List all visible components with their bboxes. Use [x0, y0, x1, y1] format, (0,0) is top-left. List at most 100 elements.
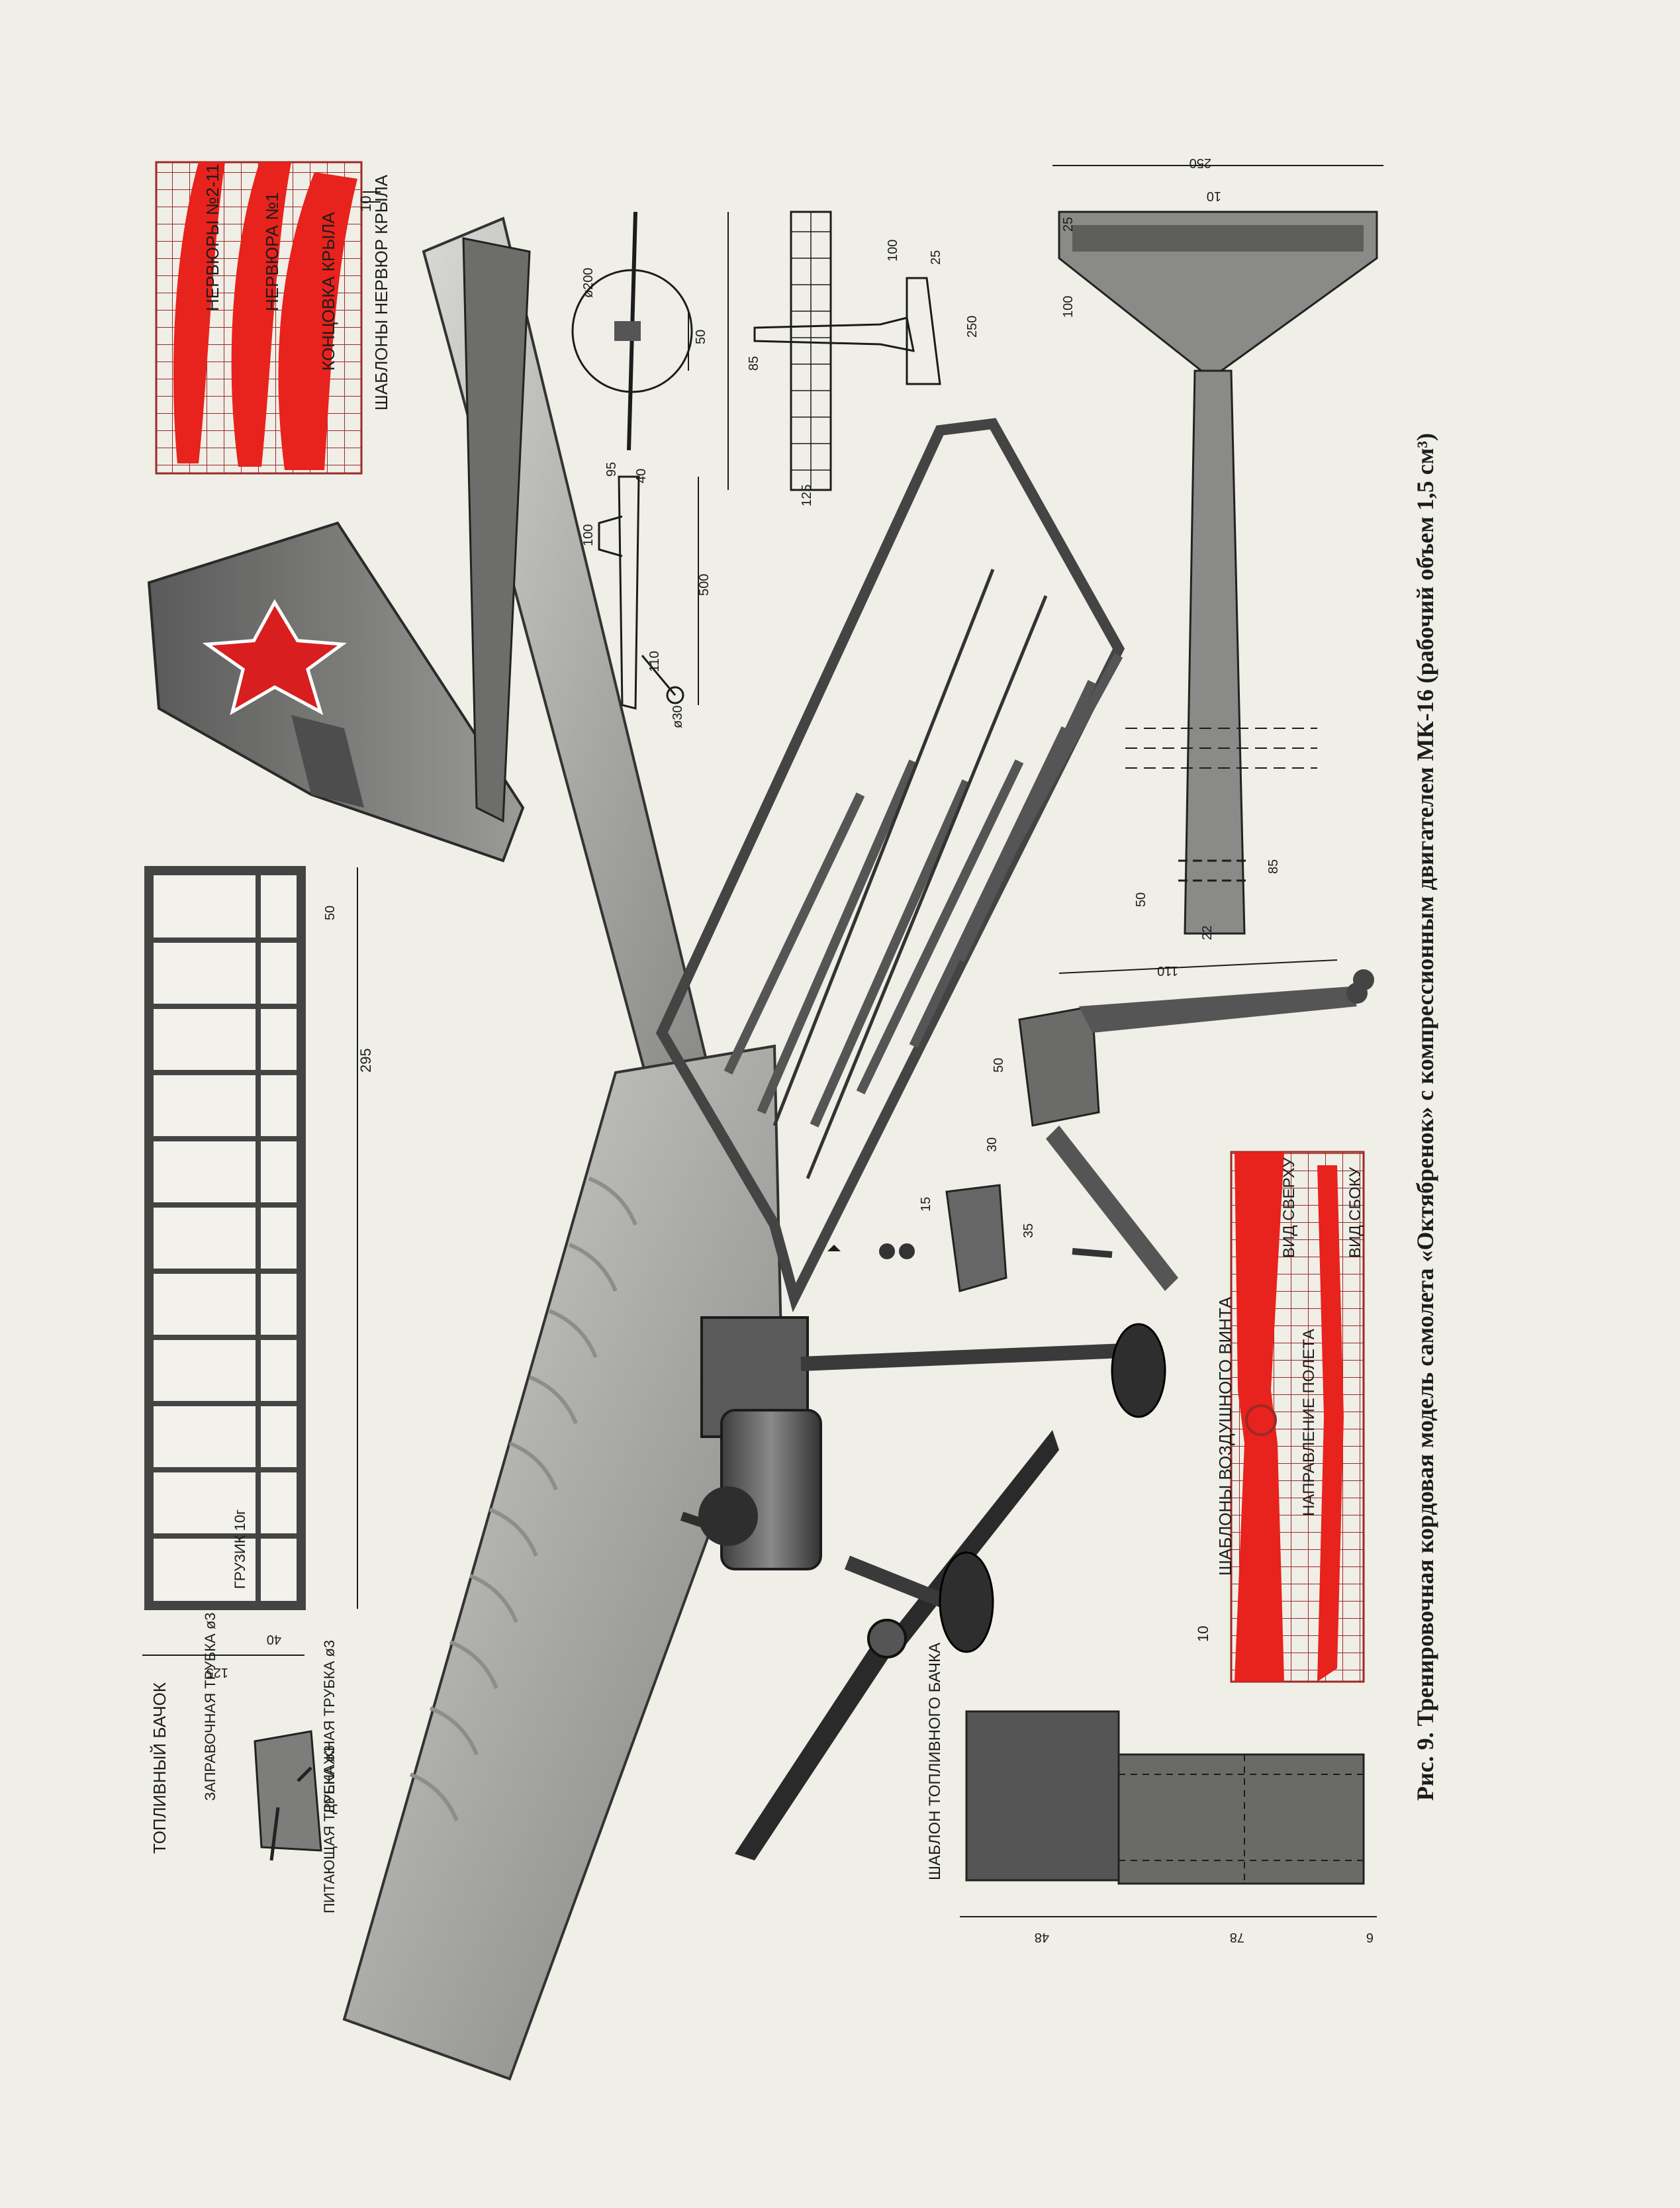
prop-templates-label: ШАБЛОНЫ ВОЗДУШНОГО ВИНТА: [1215, 1296, 1235, 1576]
plan-dim-250: 250: [965, 316, 980, 338]
horn-screw: [1072, 1248, 1113, 1258]
plan-view-fuselage: [753, 316, 915, 352]
plan-dim-100: 100: [886, 240, 900, 262]
bellcrank-plate: [1018, 1005, 1100, 1127]
tank-template-label: ШАБЛОН ТОПЛИВНОГО БАЧКА: [926, 1643, 944, 1880]
wing-tip-offset-dim: 40: [267, 1632, 281, 1647]
bellcrank-pivot-2: [1353, 969, 1374, 990]
figure-caption: Рис. 9. Тренировочная кордовая модель са…: [1412, 433, 1438, 1801]
wing-spars: [772, 569, 1048, 1179]
fuel-tank-block: ТОПЛИВНЫЙ БАЧОК ЗАПРАВОЧНАЯ ТРУБКА ø3 ДР…: [150, 1612, 338, 1913]
plan-dim-85: 85: [747, 356, 761, 371]
prop-hub: [1245, 1404, 1277, 1436]
rib-templates-label: ШАБЛОНЫ НЕРВЮР КРЫЛА: [371, 174, 391, 410]
flight-direction-label: НАПРАВЛЕНИЕ ПОЛЕТА: [1300, 1329, 1318, 1516]
side-dim-500: 500: [697, 574, 712, 596]
plan-dim-125: 125: [800, 485, 814, 506]
tail-root-dim: 25: [1061, 217, 1076, 232]
rib-1-shape: [231, 162, 291, 467]
tank-template-body: [1117, 1753, 1365, 1885]
wing-plan-outline: [144, 866, 306, 1610]
landing-gear-struts: [800, 1343, 1126, 1609]
side-view-fuselage: [618, 475, 640, 710]
vertical-fin: [147, 521, 525, 863]
side-view-fin: [598, 515, 623, 557]
front-dim-50: 50: [694, 330, 708, 344]
side-view-drawing: 500 95 40 100 110 ø30: [581, 462, 712, 728]
bellcrank-dim-30: 30: [985, 1137, 1000, 1152]
covering-rib-lines: [409, 1176, 637, 1822]
wing-span-dim: 295: [357, 1048, 374, 1073]
side-dim-wheel: ø30: [671, 706, 685, 728]
tail-center-dim: 10: [1207, 189, 1221, 203]
front-view-prop-disc: [571, 269, 693, 393]
fuselage-dim-22: 22: [1200, 926, 1215, 940]
bellcrank-pushrod: [1046, 1126, 1178, 1291]
front-view-engine: [614, 321, 641, 341]
tank-dim-78: 78: [1230, 1930, 1244, 1944]
prop-scale-dim: 10: [1195, 1626, 1211, 1642]
fuselage-dim-85: 85: [1266, 859, 1281, 874]
washer-1: [879, 1243, 895, 1259]
horn-dim-35: 35: [1021, 1224, 1036, 1238]
fuel-tank: [254, 1730, 322, 1852]
wing-tip-shape: [278, 172, 357, 470]
wing-tip-label: КОНЦОВКА КРЫЛА: [318, 212, 338, 371]
prop-templates-block: ШАБЛОНЫ ВОЗДУШНОГО ВИНТА НАПРАВЛЕНИЕ ПОЛ…: [1195, 1151, 1365, 1683]
engine-cylinder: [698, 1486, 758, 1546]
fuselage-section-lines: [1125, 728, 1317, 769]
prop-side-view-shape: [1317, 1165, 1344, 1682]
front-view-drawing: ø200 50: [571, 211, 708, 451]
control-parts-drawing: 110 50 30 15 35: [827, 959, 1374, 1292]
plan-view-stabilizer: [906, 277, 941, 385]
wing-plan-drawing: 295 50 ГРУЗИК 10г 125 40: [142, 866, 374, 1680]
needle-valve: [680, 1512, 704, 1527]
tank-template-folds: [1119, 1754, 1364, 1884]
rib-scale-dim: 10: [357, 196, 374, 212]
airplane-perspective: [147, 216, 1166, 2081]
wing-frame-ribs: [723, 653, 1123, 1128]
control-horn: [945, 1184, 1007, 1292]
rib-1-label: НЕРВЮРА №1: [262, 192, 282, 311]
front-prop-diameter: ø200: [581, 267, 596, 298]
side-dim-95: 95: [604, 462, 619, 477]
plan-view-ribs: [791, 212, 831, 490]
horn-dim-15: 15: [919, 1197, 933, 1212]
rib-templates-block: НЕРВЮРЫ №2-11 НЕРВЮРА №1 КОНЦОВКА КРЫЛА …: [155, 161, 391, 475]
covered-wing: [342, 1044, 783, 2081]
fill-tube-label: ЗАПРАВОЧНАЯ ТРУБКА ø3: [202, 1612, 218, 1801]
feed-tube-label: ПИТАЮЩАЯ ТРУБКА ø3: [321, 1745, 338, 1913]
propeller-spinner: [867, 1619, 907, 1658]
tank-dim-6: 6: [1366, 1930, 1374, 1944]
plan-view-drawing: 125 85 250 100 25: [727, 211, 980, 506]
fuselage-dim-50: 50: [1134, 892, 1148, 907]
drain-tube-label: ДРЕНАЖНАЯ ТРУБКА ø3: [321, 1640, 338, 1814]
wing-weight-label: ГРУЗИК 10г: [232, 1510, 248, 1589]
side-view-wheel: [666, 686, 684, 704]
bellcrank-dim-50: 50: [992, 1058, 1006, 1073]
rib-2-11-shape: [173, 162, 225, 463]
washer-2: [899, 1243, 915, 1259]
plan-dim-25: 25: [929, 250, 943, 265]
wing-frame: [655, 418, 1125, 1313]
bellcrank-dim-110: 110: [1157, 963, 1178, 978]
tail-span-dim: 250: [1190, 156, 1211, 170]
tank-template-flap: [965, 1710, 1120, 1882]
red-star-icon: [212, 606, 338, 708]
fuselage-hidden-lines: [1178, 859, 1251, 882]
side-dim-110: 110: [647, 651, 662, 672]
fuel-tank-tubes: [269, 1766, 312, 1861]
tank-dim-48: 48: [1035, 1930, 1049, 1944]
side-dim-40: 40: [634, 469, 649, 483]
rudder: [291, 715, 364, 808]
tank-template-block: ШАБЛОН ТОПЛИВНОГО БАЧКА 48 78 6: [926, 1643, 1377, 1944]
wing-plan-ribs: [149, 871, 301, 1606]
propeller-blade-lower: [735, 1642, 890, 1860]
tail-stabilizer-spar: [1072, 225, 1364, 252]
ribs-2-11-label: НЕРВЮРЫ №2-11: [203, 164, 222, 311]
bellcrank-dim-line: [1058, 959, 1338, 974]
side-view-label: ВИД СБОКУ: [1346, 1167, 1364, 1258]
rib-scale-mark: [363, 191, 381, 203]
